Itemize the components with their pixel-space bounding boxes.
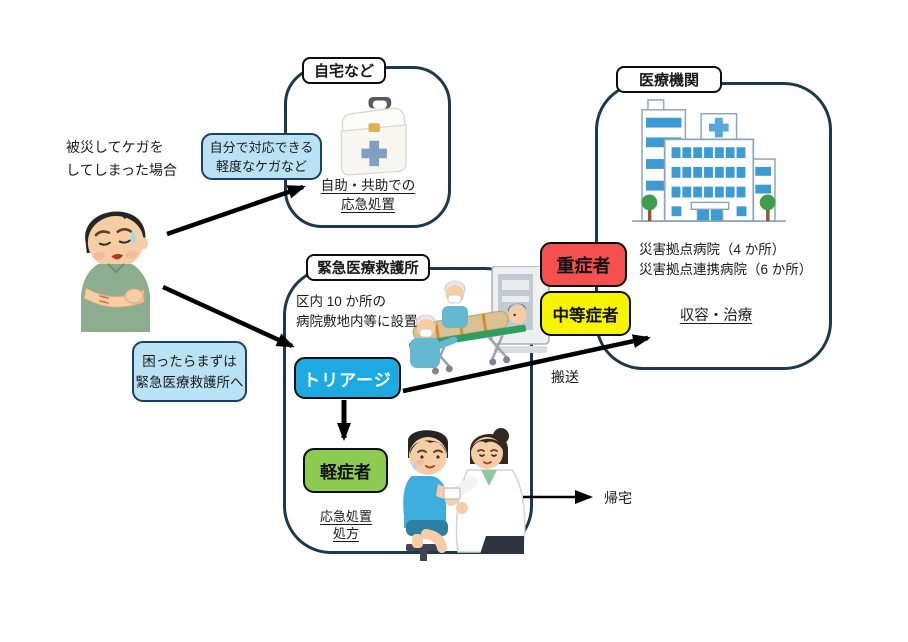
first-aid-kit-icon bbox=[340, 97, 407, 176]
home-caption-line2: 応急処置 bbox=[341, 197, 395, 212]
stretcher-icon bbox=[409, 266, 550, 375]
treatment-icon bbox=[403, 428, 526, 561]
arrow-to-home bbox=[166, 184, 306, 237]
rescue-desc-line2: 病院敷地内等に設置 bbox=[296, 314, 418, 329]
hospital-icon bbox=[632, 99, 786, 222]
severe-case-box: 重症者 bbox=[540, 242, 627, 287]
self-care-callout-line1: 自分で対応できる bbox=[209, 139, 314, 155]
transport-label: 搬送 bbox=[551, 369, 579, 385]
trouble-callout: 困ったらまずは 緊急医療救護所へ bbox=[132, 341, 247, 402]
rescue-desc-line1: 区内 10 か所の bbox=[296, 294, 387, 309]
rescue-caption-line2: 処方 bbox=[332, 526, 359, 541]
self-care-callout: 自分で対応できる 軽度なケガなど bbox=[201, 133, 322, 180]
triage-button: トリアージ bbox=[294, 357, 401, 399]
hospital-desc-line1: 災害拠点病院（4 か所） bbox=[639, 242, 786, 257]
intro-text-line2: してしまった場合 bbox=[66, 162, 178, 178]
home-box-title: 自宅など bbox=[302, 57, 386, 84]
home-caption-line1: 自助・共助での bbox=[320, 178, 416, 193]
mild-case-box: 軽症者 bbox=[303, 448, 388, 493]
rescue-box-title: 緊急医療救護所 bbox=[306, 254, 430, 281]
treatment-label: 収容・治療 bbox=[679, 308, 753, 324]
hospital-box-title: 医療機関 bbox=[616, 66, 722, 93]
hospital-desc-line2: 災害拠点連携病院（6 か所） bbox=[639, 262, 813, 277]
rescue-caption-line1: 応急処置 bbox=[319, 509, 372, 524]
injured-person-icon bbox=[81, 211, 150, 332]
trouble-callout-line1: 困ったらまずは bbox=[142, 353, 237, 369]
return-home-label: 帰宅 bbox=[604, 490, 632, 506]
self-care-callout-line2: 軽度なケガなど bbox=[215, 158, 307, 174]
arrow-to-rescue bbox=[162, 284, 295, 349]
moderate-case-box: 中等症者 bbox=[540, 291, 631, 336]
trouble-callout-line2: 緊急医療救護所へ bbox=[135, 374, 244, 390]
intro-text-line1: 被災してケガを bbox=[66, 139, 164, 155]
